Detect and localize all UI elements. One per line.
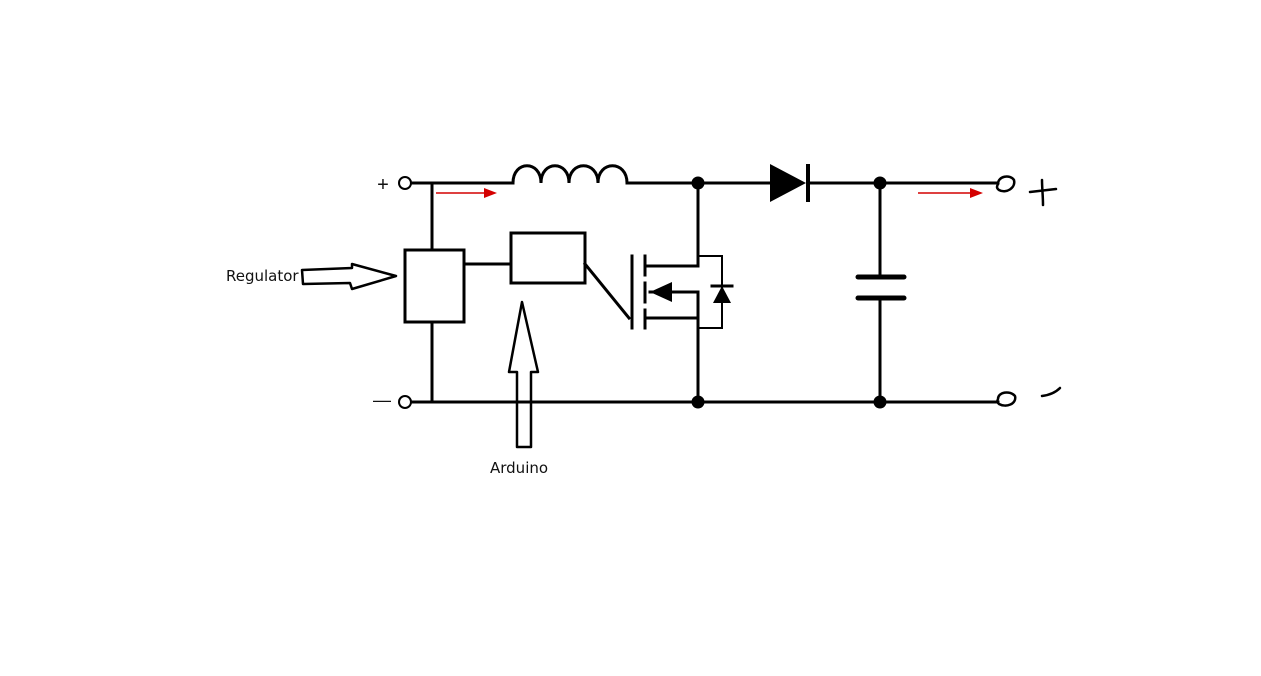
controller-block [509,231,587,285]
arduino-arrow-icon [507,300,540,449]
capacitor [855,181,907,404]
output-terminal-minus [996,386,1062,407]
junction-dot [691,395,705,409]
mosfet [630,254,700,330]
input-plus-label: + [377,174,389,196]
regulator-label: Regulator [226,267,299,285]
arduino-label: Arduino [490,459,548,477]
input-minus-label: — [373,390,391,410]
output-minus-sign-icon [1040,386,1062,398]
diode [770,164,810,202]
regulator-arrow-icon [300,262,398,291]
output-terminal-plus [995,175,1058,207]
input-terminal-plus: + [377,174,412,196]
output-current-arrow-icon [918,188,983,198]
regulator-block [403,248,466,324]
inductor [511,164,629,185]
body-diode [698,255,734,329]
input-current-arrow-icon [436,188,497,198]
junction-dot [691,176,705,190]
input-terminal-minus: — [373,390,412,410]
